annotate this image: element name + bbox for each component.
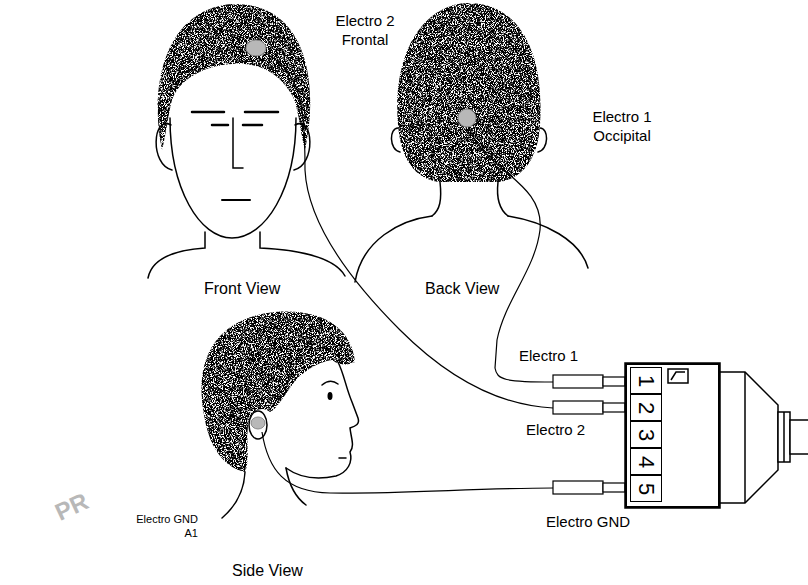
- lead-label: Electro GND: [546, 513, 630, 532]
- back-head: [355, 3, 588, 282]
- connector-shell: [744, 372, 746, 503]
- cable-plug: [778, 412, 790, 462]
- pin-plug: [603, 377, 625, 386]
- pin-plug: [553, 481, 603, 494]
- wire: [262, 432, 553, 493]
- nose: [233, 118, 243, 168]
- pin-number: 4: [635, 455, 657, 467]
- hair: [397, 3, 540, 182]
- lead-label: Electro 1: [519, 347, 578, 366]
- maker-logo: [668, 369, 688, 383]
- connector-ground: [625, 363, 720, 508]
- electrode: [458, 109, 476, 127]
- pin-cell: 1: [630, 367, 662, 394]
- pin-number: 1: [635, 374, 657, 386]
- cable-plug: [783, 412, 785, 462]
- electrode: [251, 417, 265, 429]
- watermark: PR: [50, 486, 93, 527]
- pin-plug: [553, 375, 603, 388]
- eye: [328, 392, 333, 400]
- face-outline: [170, 118, 296, 238]
- front-head: [148, 4, 345, 278]
- pin-cell: 5: [630, 475, 662, 502]
- shoulders: [355, 216, 588, 282]
- pin-cell: 3: [630, 421, 662, 448]
- electrode-label: Electro 1 Occipital: [584, 108, 660, 146]
- pin-plug: [603, 483, 625, 492]
- pin-number: 3: [635, 428, 657, 440]
- cable-plug: [790, 420, 808, 454]
- pin-cell: 2: [630, 394, 662, 421]
- view-title: Front View: [204, 279, 280, 299]
- connector-shell: [720, 372, 778, 503]
- view-title: Back View: [425, 279, 499, 299]
- hair: [158, 4, 311, 150]
- brow: [322, 382, 338, 386]
- connector-body: [625, 363, 808, 508]
- side-head: [201, 312, 358, 518]
- pin-number: 5: [635, 482, 657, 494]
- eyes-brows: [192, 112, 278, 125]
- neck: [432, 182, 508, 216]
- electrode-label: Electro GND A1: [128, 513, 198, 541]
- pin-cell: 4: [630, 448, 662, 475]
- maker-logo: [671, 372, 685, 380]
- neck: [222, 468, 306, 518]
- hair: [201, 312, 355, 472]
- mouth: [222, 199, 250, 201]
- wire: [260, 50, 553, 408]
- pin-number: 2: [635, 401, 657, 413]
- pin-connector: 1 2 3 4 5: [625, 363, 720, 508]
- face-profile: [286, 362, 359, 478]
- pin-plug: [553, 401, 603, 414]
- view-title: Side View: [232, 561, 303, 581]
- pin-plug: [603, 403, 625, 412]
- wire: [467, 122, 553, 382]
- ear: [249, 411, 267, 439]
- electrode: [246, 40, 266, 56]
- neck-shoulders: [148, 232, 345, 278]
- lead-label: Electro 2: [526, 421, 585, 440]
- mouth: [339, 457, 346, 459]
- electrodes: [246, 40, 476, 429]
- wires: [260, 50, 553, 493]
- electrode-label: Electro 2 Frontal: [328, 12, 402, 50]
